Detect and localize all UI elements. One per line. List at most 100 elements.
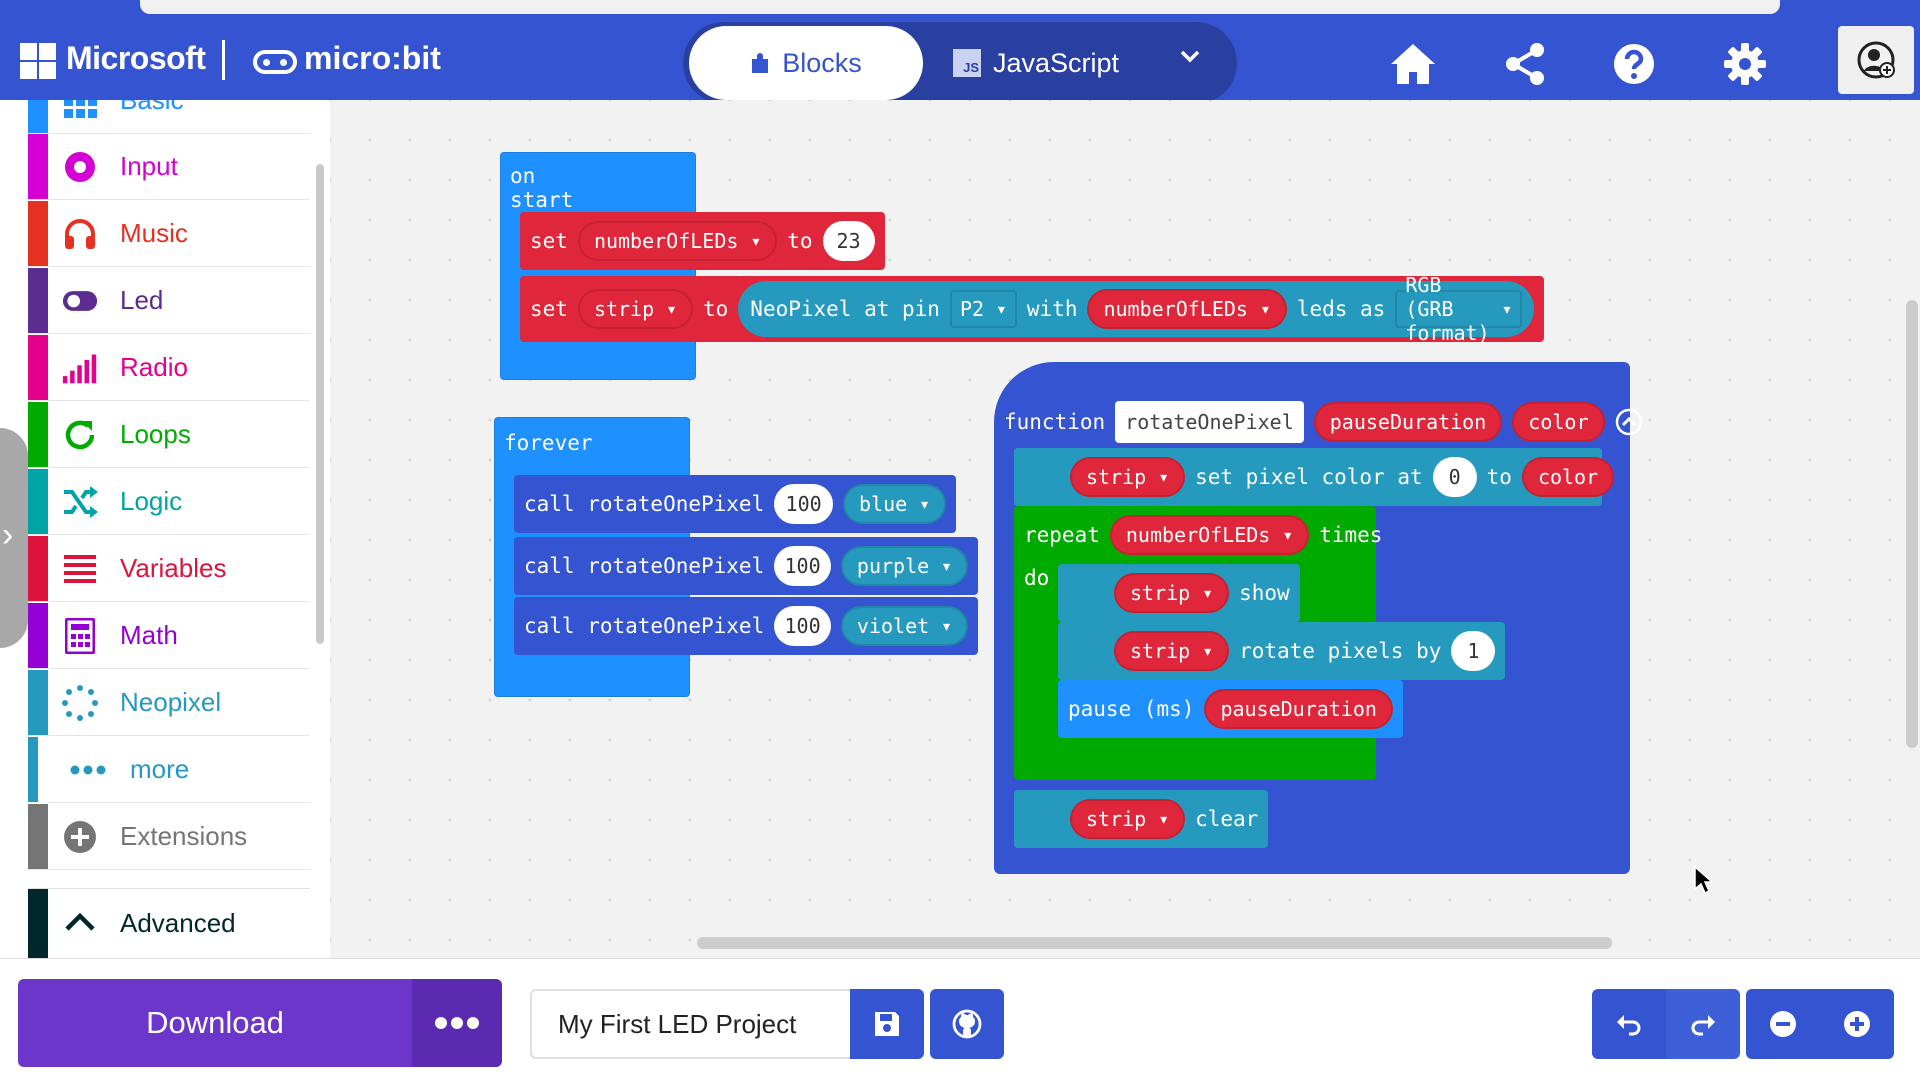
pin-dropdown[interactable]: P2 — [949, 290, 1017, 328]
variable-reporter[interactable]: numberOfLEDs — [1087, 289, 1287, 329]
category-color-bar — [28, 100, 48, 133]
variable-reporter[interactable]: numberOfLEDs — [1109, 515, 1310, 555]
pause-arg-input[interactable]: 100 — [774, 606, 831, 646]
microbit-brand[interactable]: micro:bit — [304, 40, 441, 76]
on-start-label: on start — [510, 164, 574, 212]
strip-show-block[interactable]: strip show — [1058, 564, 1300, 622]
pause-duration-reporter[interactable]: pauseDuration — [1204, 689, 1393, 729]
help-icon[interactable] — [1610, 40, 1658, 88]
toolbox-category-basic[interactable]: Basic — [28, 100, 310, 134]
set-pixel-color-block[interactable]: strip set pixel color at 0 to color — [1014, 448, 1615, 506]
color-dropdown[interactable]: purple — [840, 546, 968, 586]
save-button[interactable] — [850, 989, 924, 1059]
blocks-mode-button[interactable]: Blocks — [689, 26, 923, 100]
strip-clear-block[interactable]: strip clear — [1014, 790, 1269, 848]
input-target-icon — [62, 149, 98, 185]
set-strip-block[interactable]: set strip to NeoPixel at pin P2 with num… — [520, 273, 1545, 345]
neopixel-at-pin-label: NeoPixel at pin — [750, 297, 940, 321]
zoom-out-button[interactable] — [1746, 989, 1820, 1059]
editor-footer: Download My First LED Project — [0, 958, 1920, 1080]
neopixel-create-block[interactable]: NeoPixel at pin P2 with numberOfLEDs led… — [738, 273, 1535, 345]
parameter-pause-duration[interactable]: pauseDuration — [1313, 402, 1503, 442]
javascript-mode-button[interactable]: JS JavaScript — [953, 26, 1143, 100]
toggle-icon — [62, 283, 98, 319]
strip-variable-dropdown[interactable]: strip — [1114, 573, 1230, 613]
category-color-bar — [28, 335, 48, 400]
strip-variable-dropdown[interactable]: strip — [1070, 457, 1186, 497]
user-profile-button[interactable] — [1838, 26, 1914, 94]
toolbox-category-music[interactable]: Music — [28, 201, 310, 267]
to-keyword: to — [703, 297, 729, 321]
simulator-expand-tab[interactable] — [0, 428, 28, 648]
color-reporter[interactable]: color — [1521, 457, 1615, 497]
pixel-index-input[interactable]: 0 — [1432, 457, 1477, 497]
parameter-color[interactable]: color — [1512, 402, 1605, 442]
call-function-block[interactable]: call rotateOnePixel 100 purple — [514, 537, 978, 595]
function-name-input[interactable]: rotateOnePixel — [1115, 401, 1304, 443]
calculator-icon — [62, 618, 98, 654]
mouse-pointer-icon — [1694, 865, 1714, 899]
undo-button[interactable] — [1592, 989, 1666, 1059]
call-function-block[interactable]: call rotateOnePixel 100 blue — [514, 475, 956, 533]
category-label: Math — [120, 620, 178, 650]
toolbox-category-led[interactable]: Led — [28, 268, 310, 334]
toolbox-category-neopixel[interactable]: Neopixel — [28, 670, 310, 736]
pause-arg-input[interactable]: 100 — [774, 484, 833, 524]
variable-dropdown[interactable]: strip — [577, 289, 693, 329]
download-more-button[interactable] — [412, 979, 502, 1067]
toolbox-scrollbar[interactable] — [316, 164, 324, 644]
set-number-of-leds-block[interactable]: set numberOfLEDs to 23 — [520, 212, 885, 270]
toolbox-extensions[interactable]: Extensions — [28, 804, 310, 870]
zoom-in-button[interactable] — [1820, 989, 1894, 1059]
toolbox-category-loops[interactable]: Loops — [28, 402, 310, 468]
share-icon[interactable] — [1501, 40, 1549, 88]
variable-name: strip — [1086, 465, 1147, 489]
category-color-bar — [28, 402, 48, 467]
blocks-workspace[interactable]: on start set numberOfLEDs to 23 set stri… — [330, 100, 1920, 958]
toolbox-category-math[interactable]: Math — [28, 603, 310, 669]
category-label: Advanced — [120, 908, 236, 938]
number-input[interactable]: 23 — [822, 221, 875, 261]
mode-dropdown[interactable]: RGB (GRB format) — [1395, 273, 1523, 345]
call-function-block[interactable]: call rotateOnePixel 100 violet — [514, 597, 978, 655]
github-button[interactable] — [930, 989, 1004, 1059]
language-dropdown-chevron-icon[interactable] — [1178, 44, 1202, 75]
settings-icon[interactable] — [1721, 40, 1769, 88]
category-label: Basic — [120, 100, 184, 115]
blocks-mode-label: Blocks — [782, 47, 862, 78]
color-value: violet — [856, 614, 930, 638]
redo-button[interactable] — [1666, 989, 1740, 1059]
color-dropdown[interactable]: violet — [840, 606, 968, 646]
times-keyword: times — [1319, 523, 1383, 547]
function-keyword: function — [1004, 410, 1106, 434]
variable-name: strip — [1130, 581, 1191, 605]
set-keyword: set — [530, 297, 568, 321]
redo-icon — [1691, 1015, 1715, 1036]
color-dropdown[interactable]: blue — [842, 484, 946, 524]
rotate-pixels-block[interactable]: strip rotate pixels by 1 — [1058, 622, 1506, 680]
home-icon[interactable] — [1389, 40, 1437, 88]
toolbox-advanced[interactable]: Advanced — [28, 888, 310, 958]
strip-variable-dropdown[interactable]: strip — [1114, 631, 1230, 671]
workspace-vertical-scrollbar[interactable] — [1906, 300, 1918, 748]
download-button[interactable]: Download — [18, 979, 412, 1067]
pause-block[interactable]: pause (ms) pauseDuration — [1058, 680, 1403, 738]
project-name-input[interactable]: My First LED Project — [530, 989, 850, 1059]
category-label: Neopixel — [120, 687, 222, 717]
toolbox-category-variables[interactable]: Variables — [28, 536, 310, 602]
minus-circle-icon — [1770, 1011, 1796, 1037]
toolbox-category-neopixel-more[interactable]: more — [28, 737, 310, 803]
workspace-horizontal-scrollbar[interactable] — [697, 937, 1612, 949]
collapse-up-icon[interactable] — [1615, 408, 1643, 436]
category-label: Radio — [120, 352, 188, 382]
strip-variable-dropdown[interactable]: strip — [1070, 799, 1186, 839]
category-color-bar — [28, 737, 38, 802]
variable-dropdown[interactable]: numberOfLEDs — [577, 221, 778, 261]
toolbox-category-logic[interactable]: Logic — [28, 469, 310, 535]
pin-value: P2 — [959, 297, 985, 321]
toolbox-category-input[interactable]: Input — [28, 134, 310, 200]
toolbox-category-radio[interactable]: Radio — [28, 335, 310, 401]
category-color-bar — [28, 201, 48, 266]
rotate-amount-input[interactable]: 1 — [1451, 631, 1496, 671]
pause-arg-input[interactable]: 100 — [774, 546, 831, 586]
